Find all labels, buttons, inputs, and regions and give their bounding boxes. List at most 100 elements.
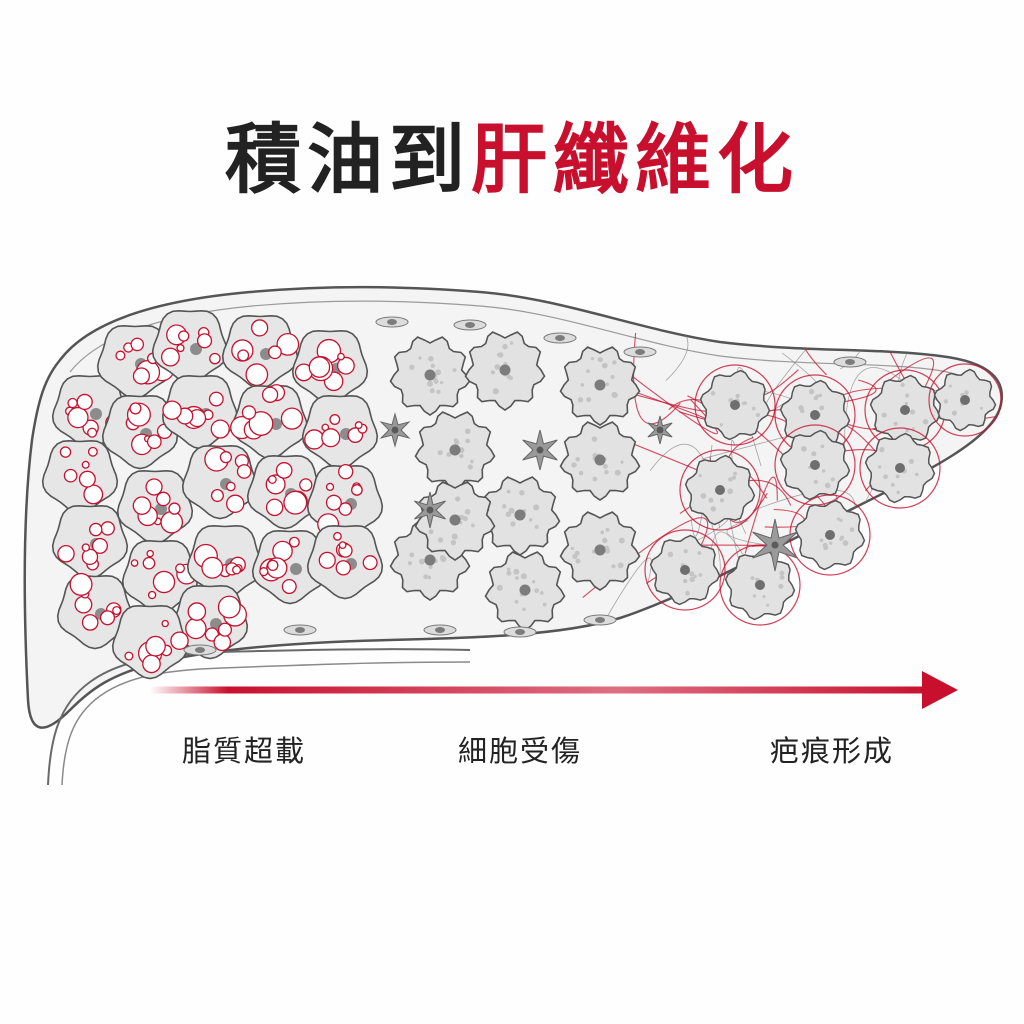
cytoplasm-granule: [409, 552, 415, 558]
fibrotic-hepatocyte: [719, 544, 801, 626]
cytoplasm-granule: [590, 357, 595, 361]
fibrotic-hepatocyte: [644, 529, 726, 611]
cytoplasm-granule: [762, 594, 766, 598]
lipid-droplet: [160, 347, 180, 367]
cytoplasm-granule: [683, 578, 688, 584]
injured-hepatocyte: [464, 331, 546, 411]
cytoplasm-granule: [710, 506, 716, 512]
fatty-hepatocyte: [111, 604, 189, 680]
cytoplasm-granule: [733, 471, 738, 476]
diagram-title: 積油到肝纖維化: [0, 122, 1024, 198]
lipid-droplet: [217, 622, 233, 637]
endothelial-cell: [283, 624, 317, 636]
cytoplasm-granule: [494, 364, 501, 370]
cytoplasm-granule: [428, 564, 433, 570]
lipid-droplet: [63, 468, 78, 483]
scar-fiber: [856, 583, 940, 633]
lipid-droplet: [69, 572, 93, 596]
cytoplasm-granule: [601, 362, 608, 369]
cytoplasm-granule: [600, 530, 605, 535]
lipid-droplet: [213, 633, 232, 652]
cell-nucleus: [290, 563, 302, 575]
cytoplasm-granule: [496, 584, 503, 591]
cytoplasm-granule: [429, 388, 435, 394]
cytoplasm-granule: [820, 444, 825, 449]
cytoplasm-granule: [700, 493, 707, 499]
cytoplasm-granule: [506, 489, 511, 494]
fatty-hepatocyte: [161, 374, 239, 450]
stage-label-scar-formation: 疤痕形成: [769, 734, 895, 768]
cytoplasm-granule: [430, 363, 435, 369]
cell-nucleus: [594, 454, 606, 466]
cytoplasm-granule: [433, 379, 439, 384]
cell-membrane: [101, 394, 179, 470]
fibrotic-hepatocyte: [859, 427, 941, 509]
lipid-droplet: [160, 510, 184, 534]
lipid-droplet: [142, 556, 156, 570]
cytoplasm-granule: [510, 509, 515, 514]
lipid-droplet: [210, 489, 224, 503]
lipid-droplet: [145, 478, 163, 496]
cytoplasm-granule: [905, 428, 909, 433]
scar-fiber: [681, 608, 696, 635]
cytoplasm-granule: [522, 607, 526, 612]
endothelial-cell: [183, 644, 217, 656]
fibrotic-hepatocyte: [679, 449, 761, 531]
cytoplasm-granule: [618, 537, 625, 544]
cytoplasm-granule: [492, 388, 499, 395]
lipid-droplet: [83, 484, 104, 505]
cell-nucleus: [424, 369, 436, 381]
lipid-droplet: [325, 494, 342, 511]
endothelial-nucleus: [435, 627, 445, 633]
fatty-hepatocyte: [151, 309, 229, 385]
cytoplasm-granule: [532, 579, 536, 584]
cytoplasm-granule: [779, 575, 785, 580]
endothelial-cell: [375, 316, 409, 328]
cytoplasm-granule: [428, 529, 434, 535]
lipid-droplet: [362, 555, 378, 571]
cytoplasm-granule: [890, 482, 895, 487]
lipid-droplet: [219, 451, 233, 464]
fatty-hepatocyte: [101, 394, 179, 470]
cytoplasm-granule: [697, 551, 702, 556]
stellate-nucleus: [391, 426, 399, 434]
lipid-droplet: [176, 343, 185, 353]
cytoplasm-granule: [895, 474, 900, 479]
cytoplasm-granule: [467, 464, 473, 470]
liver-inner-outline: [69, 300, 986, 411]
cytoplasm-granule: [821, 469, 826, 473]
cytoplasm-granule: [575, 558, 581, 564]
cytoplasm-granule: [881, 412, 887, 418]
lipid-droplet: [168, 502, 181, 515]
lipid-droplet: [268, 345, 282, 360]
cytoplasm-granule: [614, 469, 621, 476]
lipid-droplet: [267, 475, 277, 484]
cytoplasm-granule: [667, 551, 674, 558]
lipid-droplet: [318, 551, 336, 569]
endothelial-nucleus: [595, 617, 605, 623]
cytoplasm-granule: [819, 405, 825, 411]
stellate-nucleus: [771, 541, 779, 549]
lipid-droplet: [288, 536, 300, 548]
scar-fiber: [633, 332, 681, 425]
cytoplasm-granule: [528, 518, 533, 522]
cytoplasm-granule: [420, 558, 424, 563]
fatty-hepatocyte: [306, 524, 384, 600]
fatty-hepatocyte: [41, 439, 119, 515]
cytoplasm-granule: [604, 469, 609, 475]
lipid-droplet: [74, 595, 93, 614]
cytoplasm-granule: [719, 498, 725, 503]
scar-fiber: [969, 375, 1002, 421]
scar-ring: [928, 363, 1002, 437]
lipid-droplet: [112, 605, 122, 616]
fatty-hepatocyte: [186, 524, 264, 600]
lipid-droplet: [175, 563, 185, 574]
cytoplasm-granule: [464, 428, 471, 435]
scar-ring: [859, 427, 941, 509]
cytoplasm-granule: [893, 421, 898, 426]
fatty-hepatocyte: [291, 329, 369, 405]
cell-nucleus: [449, 444, 461, 456]
cytoplasm-granule: [570, 546, 575, 550]
lipid-droplet: [210, 419, 230, 439]
lipid-droplet: [281, 578, 297, 595]
